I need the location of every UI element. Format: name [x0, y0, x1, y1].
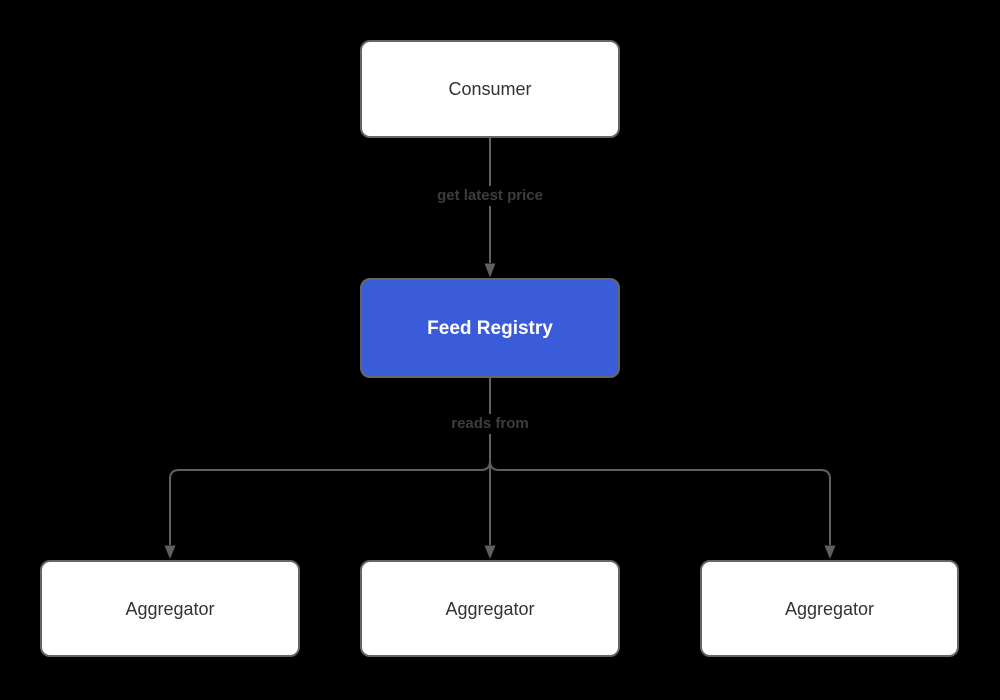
node-aggregator-left: Aggregator [40, 560, 300, 657]
arrowhead-into-feed-registry [484, 263, 496, 278]
edge-feed-registry-to-aggregator-1 [169, 378, 491, 545]
edge-label-get-latest-price: get latest price [432, 186, 548, 206]
node-aggregator-middle-label: Aggregator [445, 598, 535, 619]
node-aggregator-middle: Aggregator [360, 560, 620, 657]
node-consumer: Consumer [360, 40, 620, 138]
node-aggregator-left-label: Aggregator [125, 598, 215, 619]
node-feed-registry-label: Feed Registry [427, 317, 553, 339]
node-consumer-label: Consumer [448, 79, 532, 99]
arrowhead-into-aggregator-3 [824, 545, 836, 559]
arrowhead-into-aggregator-2 [484, 545, 496, 559]
node-aggregator-right-label: Aggregator [784, 598, 875, 619]
edge-label-reads-from: reads from [446, 414, 534, 434]
node-aggregator-right: Aggregator [700, 560, 959, 657]
arrowhead-into-aggregator-1 [164, 545, 176, 559]
edge-feed-registry-to-aggregator-3 [489, 378, 831, 545]
node-feed-registry: Feed Registry [360, 278, 620, 378]
